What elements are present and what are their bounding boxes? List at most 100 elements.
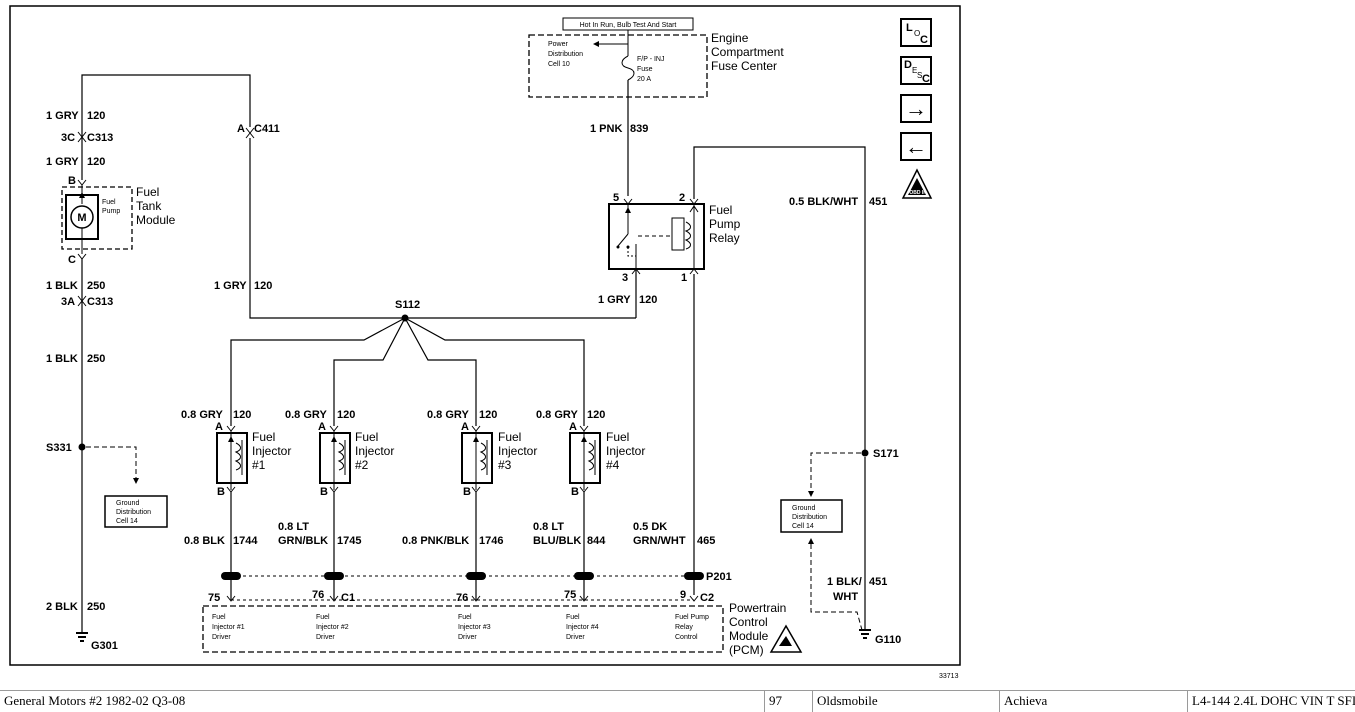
desc-c: C bbox=[922, 73, 930, 85]
pcm-pin-75a: 75 bbox=[208, 592, 220, 604]
tank-pin-c: C bbox=[68, 254, 76, 266]
inj1-pin-a: A bbox=[215, 421, 223, 433]
pcm-pin-75b: 75 bbox=[564, 589, 576, 601]
efc-label-3: Fuse Center bbox=[711, 59, 777, 73]
inj2-pin-b: B bbox=[320, 486, 328, 498]
pcm-drv3-2: Injector #3 bbox=[458, 624, 491, 631]
inj2-label-3: #2 bbox=[355, 458, 369, 472]
fuse-center-box bbox=[528, 34, 708, 98]
inj3-label-3: #3 bbox=[498, 458, 512, 472]
wire-1gry-top-label: 1 GRY bbox=[46, 110, 79, 122]
pin-3c-label: 3C bbox=[61, 132, 75, 144]
gnd-right-1: Ground bbox=[792, 505, 815, 512]
wire-120-mid-label: 120 bbox=[87, 156, 105, 168]
out2-wire-a: 0.8 LT bbox=[278, 521, 309, 533]
wiring-diagram: Hot In Run, Bulb Test And Start Power Di… bbox=[9, 5, 961, 680]
inj1-label-2: Injector bbox=[252, 444, 291, 458]
hot-in-run-label: Hot In Run, Bulb Test And Start bbox=[580, 22, 677, 29]
inj2-num-label: 120 bbox=[337, 409, 355, 421]
status-engine: L4-144 2.4L DOHC VIN T SFI bbox=[1192, 693, 1355, 708]
inj4-label-3: #4 bbox=[606, 458, 620, 472]
inj4-pin-b: B bbox=[571, 486, 579, 498]
esd-warning-icon bbox=[769, 624, 803, 653]
wire-451-label: 451 bbox=[869, 196, 887, 208]
out4-num: 844 bbox=[587, 535, 606, 547]
pcm-label-2: Control bbox=[729, 615, 768, 629]
inj1-label-1: Fuel bbox=[252, 430, 275, 444]
inj2-wire-label: 0.8 GRY bbox=[285, 409, 327, 421]
ground-g301-symbol bbox=[76, 632, 88, 642]
out5-wire-b: GRN/WHT bbox=[633, 535, 686, 547]
splice-s171 bbox=[861, 449, 869, 457]
wire-120-left-label: 120 bbox=[254, 280, 272, 292]
next-page-button[interactable]: → bbox=[900, 94, 932, 123]
splice-s112-label: S112 bbox=[395, 299, 420, 311]
pump-label-1: Fuel bbox=[102, 199, 116, 206]
gnd-right-2: Distribution bbox=[792, 514, 827, 521]
inj4-wire-label: 0.8 GRY bbox=[536, 409, 578, 421]
wire-blkwht-label: 0.5 BLK/WHT bbox=[789, 196, 858, 208]
out3-wire: 0.8 PNK/BLK bbox=[402, 535, 469, 547]
gnd-left-3: Cell 14 bbox=[116, 518, 138, 525]
pdc-text-3: Cell 10 bbox=[548, 61, 570, 68]
inj4-num-label: 120 bbox=[587, 409, 605, 421]
wire-1blk-451-b: WHT bbox=[833, 591, 858, 603]
wire-250-label: 250 bbox=[87, 280, 105, 292]
relay-label-1: Fuel bbox=[709, 203, 732, 217]
inj3-pin-a: A bbox=[461, 421, 469, 433]
motor-label: M bbox=[77, 212, 86, 224]
gnd-right-3: Cell 14 bbox=[792, 523, 814, 530]
fuel-injector-2: 0.8 GRY 120 A B Fuel Injector #2 bbox=[285, 409, 394, 498]
conn-c411-label: C411 bbox=[254, 123, 280, 135]
loc-c: C bbox=[920, 34, 928, 46]
tank-label-3: Module bbox=[136, 213, 176, 227]
pcm-drv2-1: Fuel bbox=[316, 614, 330, 621]
location-button[interactable]: L O C bbox=[900, 18, 932, 47]
inj4-label-1: Fuel bbox=[606, 430, 629, 444]
splice-s331-label: S331 bbox=[46, 442, 72, 454]
fuse-symbol bbox=[621, 55, 635, 81]
inj4-label-2: Injector bbox=[606, 444, 645, 458]
out1-num: 1744 bbox=[233, 535, 258, 547]
pcm-drv5-2: Relay bbox=[675, 624, 693, 631]
fuel-injector-1: 0.8 GRY 120 A B Fuel Injector #1 bbox=[181, 409, 291, 498]
inj2-label-1: Fuel bbox=[355, 430, 378, 444]
obd-warning-button[interactable]: OBD II bbox=[901, 168, 933, 199]
out4-wire-a: 0.8 LT bbox=[533, 521, 564, 533]
left-arrow-icon: ← bbox=[905, 134, 927, 159]
pump-label-2: Pump bbox=[102, 208, 120, 215]
loc-o: O bbox=[914, 29, 920, 38]
loc-l: L bbox=[906, 22, 913, 34]
relay-label-2: Pump bbox=[709, 217, 741, 231]
pcm-box bbox=[202, 605, 724, 653]
pcm-drv4-3: Driver bbox=[566, 634, 585, 641]
prev-page-button[interactable]: ← bbox=[900, 132, 932, 161]
inj3-pin-b: B bbox=[463, 486, 471, 498]
pcm-pin-9: 9 bbox=[680, 589, 686, 601]
out3-num: 1746 bbox=[479, 535, 503, 547]
fuse-text-1: F/P - INJ bbox=[637, 56, 664, 63]
out2-num: 1745 bbox=[337, 535, 361, 547]
wire-1blk-451-a: 1 BLK/ bbox=[827, 576, 862, 588]
status-bar: General Motors #2 1982-02 Q3-08 97 Oldsm… bbox=[0, 690, 1355, 712]
desc-d: D bbox=[904, 59, 912, 71]
relay-pin-3: 3 bbox=[622, 272, 628, 284]
status-source: General Motors #2 1982-02 Q3-08 bbox=[0, 691, 765, 712]
conn-c313-bottom-label: C313 bbox=[87, 296, 113, 308]
obd-label: OBD II bbox=[909, 190, 925, 196]
description-button[interactable]: D E S C bbox=[900, 56, 932, 85]
inj3-label-1: Fuel bbox=[498, 430, 521, 444]
status-make: Oldsmobile bbox=[813, 691, 1000, 712]
desc-e: E bbox=[912, 66, 917, 75]
relay-pin-1: 1 bbox=[681, 272, 687, 284]
efc-label-2: Compartment bbox=[711, 45, 784, 59]
wire-1gry-left-label: 1 GRY bbox=[214, 280, 247, 292]
inj2-label-2: Injector bbox=[355, 444, 394, 458]
wire-451-right: 451 bbox=[869, 576, 887, 588]
inj3-label-2: Injector bbox=[498, 444, 537, 458]
wire-1blk-label: 1 BLK bbox=[46, 280, 78, 292]
pcm-drv3-1: Fuel bbox=[458, 614, 472, 621]
gnd-left-1: Ground bbox=[116, 500, 139, 507]
pcm-drv3-3: Driver bbox=[458, 634, 477, 641]
pcm-pin-76b: 76 bbox=[456, 592, 468, 604]
